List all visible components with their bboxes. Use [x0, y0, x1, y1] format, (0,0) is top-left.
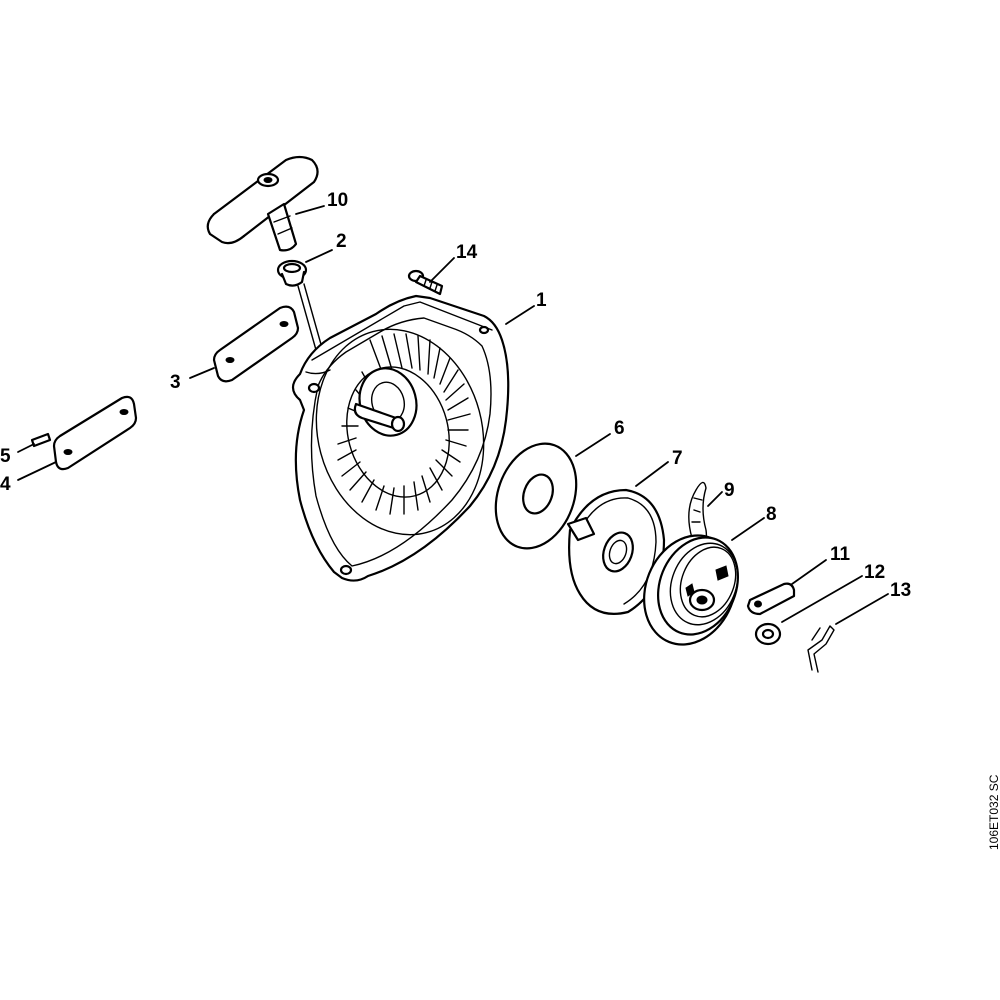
- part-pawl: [746, 582, 796, 616]
- callout-5: 5: [0, 446, 11, 467]
- part-rope-rotor: [643, 534, 740, 646]
- starter-rope: [297, 283, 323, 351]
- callout-6: 6: [614, 418, 625, 439]
- callout-3: 3: [170, 372, 181, 393]
- part-rope-guide-bushing: [276, 259, 308, 287]
- callout-9: 9: [724, 480, 735, 501]
- callout-7: 7: [672, 448, 683, 469]
- leader-lines: [17, 205, 889, 625]
- part-cover-plate-lower: [52, 395, 138, 471]
- part-washer-disc: [494, 442, 578, 550]
- callout-labels: 10 2 14 1 3 5 4 6 7 9 8 11 12 13: [0, 190, 911, 601]
- part-fan-housing: [291, 294, 510, 582]
- part-small-washer: [754, 622, 782, 646]
- callout-10: 10: [327, 190, 348, 211]
- part-spring-housing: [566, 488, 666, 615]
- callout-1: 1: [536, 290, 547, 311]
- part-spring-clip: [807, 625, 835, 673]
- reference-code: 106ET032 SC: [987, 774, 1000, 850]
- callout-4: 4: [0, 474, 11, 495]
- callout-8: 8: [766, 504, 777, 525]
- callout-2: 2: [336, 231, 347, 252]
- part-starter-grip: [206, 155, 319, 252]
- part-screw: [407, 269, 444, 296]
- callout-14: 14: [456, 242, 478, 263]
- fan-blades: [337, 333, 471, 515]
- callout-12: 12: [864, 562, 885, 583]
- callout-13: 13: [890, 580, 911, 601]
- callout-11: 11: [830, 544, 851, 565]
- part-cover-plate-upper: [212, 305, 300, 383]
